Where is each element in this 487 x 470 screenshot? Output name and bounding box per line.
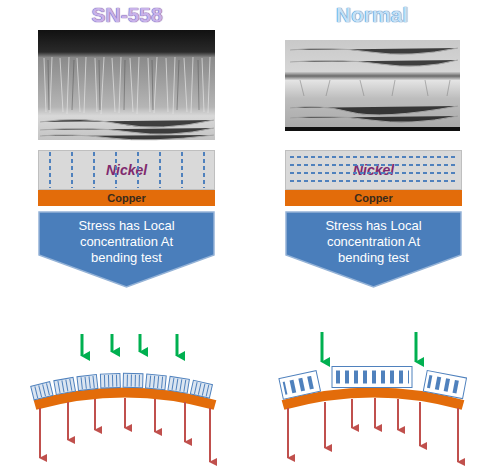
sem-image <box>285 40 460 131</box>
copper-layer: Copper <box>285 190 462 206</box>
stress-arrow <box>40 398 458 462</box>
column-title: Normal <box>336 3 408 27</box>
layer-label: Nickel <box>106 162 147 178</box>
column-title: SN-558 <box>92 3 163 27</box>
layer-label: Copper <box>107 191 146 205</box>
sem-image <box>38 30 215 140</box>
box-text: Stress has Local concentration At bendin… <box>57 218 197 266</box>
copper-layer: Copper <box>38 190 215 206</box>
nickel-layer: Nickel <box>285 150 462 190</box>
stress-arrow-box: Stress has Local concentration At bendin… <box>38 211 215 288</box>
stress-arrow-box: Stress has Local concentration At bendin… <box>285 211 462 288</box>
bent-sample <box>31 373 215 405</box>
layer-label: Nickel <box>353 162 394 178</box>
bent-sample <box>279 367 467 406</box>
layer-label: Copper <box>354 191 393 205</box>
load-arrow <box>82 332 416 362</box>
box-text: Stress has Local concentration At bendin… <box>304 218 444 266</box>
nickel-layer: Nickel <box>38 150 215 190</box>
